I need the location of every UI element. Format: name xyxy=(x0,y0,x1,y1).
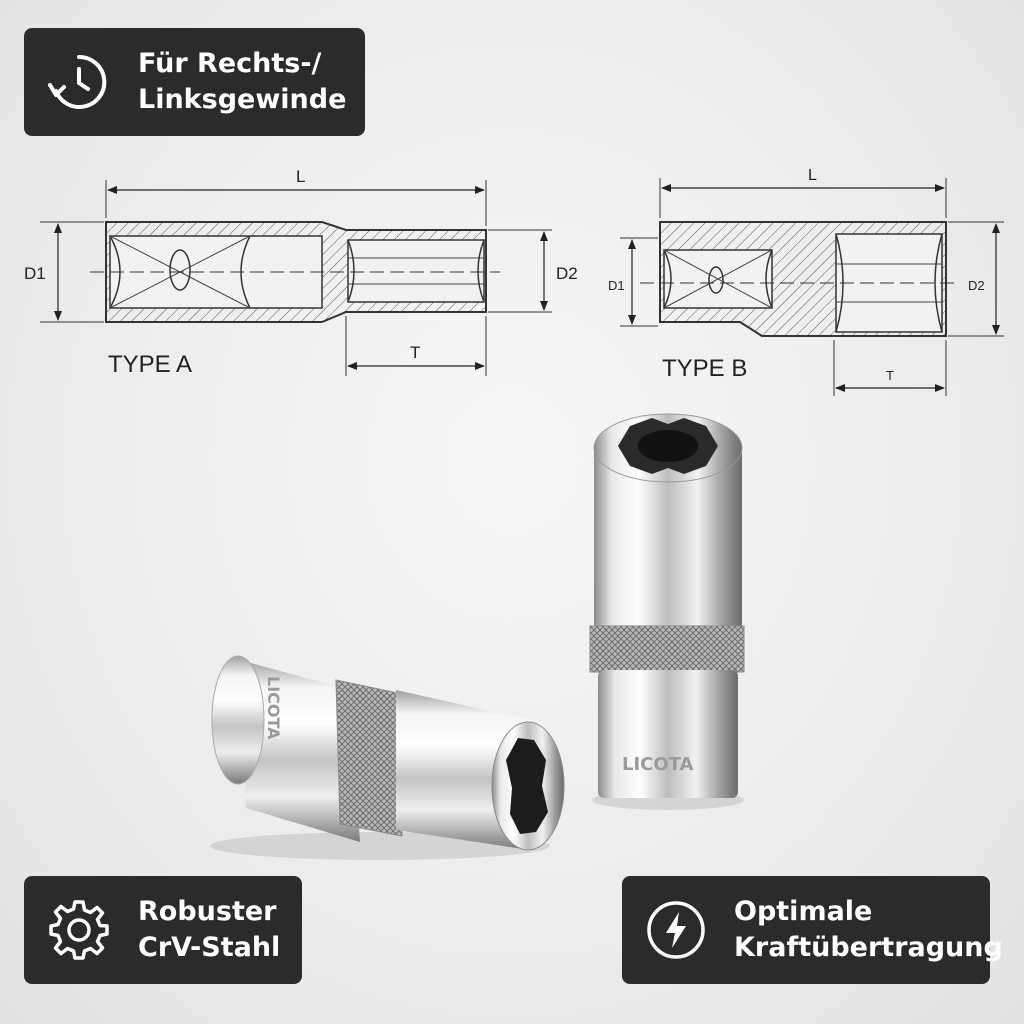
lightning-icon xyxy=(644,897,708,963)
badge-steel-line1: Robuster xyxy=(138,896,277,927)
type-b-title: TYPE B xyxy=(662,355,747,382)
type-a-title: TYPE A xyxy=(108,351,192,378)
badge-steel-line2: CrV-Stahl xyxy=(138,932,281,963)
type-b-d2-label: D2 xyxy=(968,278,985,293)
type-b-length-label: L xyxy=(808,167,817,184)
badge-power-line1: Optimale xyxy=(734,896,873,927)
type-a-d2-label: D2 xyxy=(556,264,578,283)
type-a-t-label: T xyxy=(410,343,420,362)
badge-thread-line1: Für Rechts-/ xyxy=(138,48,322,79)
socket-lying-image: LICOTA xyxy=(210,655,565,860)
brand-mark-standing: LICOTA xyxy=(622,754,694,775)
gear-icon xyxy=(46,897,112,963)
type-b-drawing: L D1 D2 T TYPE B xyxy=(608,167,1004,396)
type-a-length-label: L xyxy=(296,167,305,186)
socket-standing-image: LICOTA xyxy=(589,413,745,810)
type-a-drawing: L D1 D2 T TYPE A xyxy=(24,167,578,378)
type-b-t-label: T xyxy=(886,368,894,383)
type-b-d1-label: D1 xyxy=(608,278,625,293)
badge-power-line2: Kraftübertragung xyxy=(734,932,1003,963)
type-a-d1-label: D1 xyxy=(24,264,46,283)
badge-thread-line2: Linksgewinde xyxy=(138,84,347,115)
clock-rotate-icon xyxy=(46,49,112,115)
brand-mark-lying: LICOTA xyxy=(264,676,283,740)
feature-badge-steel: Robuster CrV-Stahl xyxy=(24,876,302,984)
feature-badge-thread: Für Rechts-/ Linksgewinde xyxy=(24,28,365,136)
feature-badge-power: Optimale Kraftübertragung xyxy=(622,876,1003,984)
